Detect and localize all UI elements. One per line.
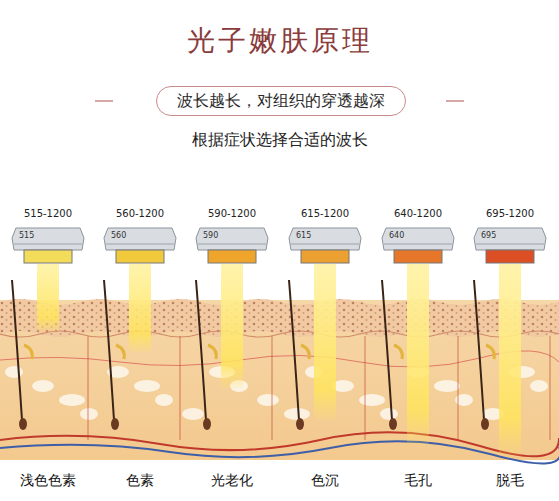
symptom-label: 色素 bbox=[126, 472, 154, 490]
wavelength-range: 515-1200 bbox=[24, 208, 72, 219]
filter bbox=[394, 250, 442, 263]
fat-cell bbox=[155, 394, 173, 406]
hair-bulb bbox=[203, 418, 211, 430]
vessel bbox=[88, 336, 89, 440]
hair bbox=[382, 280, 392, 420]
hair bbox=[289, 280, 299, 420]
wavelength-range: 695-1200 bbox=[486, 208, 534, 219]
filter-head: 695-1200 695 bbox=[472, 206, 548, 266]
fat-cell bbox=[359, 394, 385, 406]
fat-cell bbox=[5, 366, 23, 378]
subtitle: 根据症状选择合适的波长 bbox=[192, 130, 368, 151]
hair-bulb bbox=[111, 418, 119, 430]
vessel bbox=[272, 336, 273, 440]
filter-label: 615 bbox=[296, 231, 311, 240]
filter bbox=[116, 250, 164, 263]
hair bbox=[196, 280, 206, 420]
deco-line bbox=[446, 100, 464, 102]
head-body bbox=[12, 228, 84, 250]
vessel bbox=[550, 336, 551, 440]
wavelength-range: 615-1200 bbox=[301, 208, 349, 219]
light-beam bbox=[314, 264, 336, 420]
filter bbox=[208, 250, 256, 263]
filter-label: 590 bbox=[203, 231, 218, 240]
fat-cell bbox=[182, 408, 204, 420]
filter-head: 590-1200 590 bbox=[194, 206, 270, 266]
hair-bulb bbox=[19, 418, 27, 430]
filter bbox=[301, 250, 349, 263]
head-body bbox=[104, 228, 176, 250]
sebaceous-gland bbox=[394, 345, 402, 359]
callout-pill: 波长越长，对组织的穿透越深 bbox=[156, 86, 406, 116]
fat-cell bbox=[32, 380, 54, 392]
fat-cell bbox=[59, 394, 85, 406]
sebaceous-gland bbox=[486, 345, 494, 359]
filter-head: 640-1200 640 bbox=[380, 206, 456, 266]
symptom-label: 脱毛 bbox=[496, 472, 524, 490]
hair bbox=[474, 280, 484, 420]
filter-head: 615-1200 615 bbox=[287, 206, 363, 266]
filter-head: 560-1200 560 bbox=[102, 206, 178, 266]
wavelength-range: 560-1200 bbox=[116, 208, 164, 219]
symptom-label: 光老化 bbox=[211, 472, 253, 490]
symptom-label: 色沉 bbox=[311, 472, 339, 490]
fat-cell bbox=[257, 394, 279, 406]
deco-line bbox=[95, 100, 113, 102]
light-beam bbox=[129, 264, 151, 352]
sebaceous-gland bbox=[116, 345, 124, 359]
sebaceous-gland bbox=[301, 345, 309, 359]
head-body bbox=[289, 228, 361, 250]
fat-cell bbox=[434, 380, 460, 392]
wavelength-range: 640-1200 bbox=[394, 208, 442, 219]
filter-label: 560 bbox=[111, 231, 126, 240]
fat-cell bbox=[80, 408, 98, 420]
symptom-label: 毛孔 bbox=[404, 472, 432, 490]
title: 光子嫩肤原理 bbox=[187, 22, 373, 60]
hair-bulb bbox=[296, 418, 304, 430]
light-beam bbox=[37, 264, 59, 332]
sebaceous-gland bbox=[208, 345, 216, 359]
vessel bbox=[365, 336, 366, 440]
light-beam bbox=[221, 264, 243, 388]
filter-label: 695 bbox=[481, 231, 496, 240]
symptom-label: 浅色色素 bbox=[20, 472, 76, 490]
filter-label: 515 bbox=[19, 231, 34, 240]
fat-cell bbox=[380, 408, 398, 420]
hair-bulb bbox=[389, 418, 397, 430]
light-beam bbox=[407, 264, 429, 445]
head-body bbox=[474, 228, 546, 250]
filter bbox=[486, 250, 534, 263]
hair bbox=[12, 280, 22, 420]
head-body bbox=[382, 228, 454, 250]
fat-cell bbox=[134, 380, 160, 392]
pill-text: 波长越长，对组织的穿透越深 bbox=[177, 91, 385, 112]
vessel bbox=[180, 336, 181, 440]
wavelength-range: 590-1200 bbox=[208, 208, 256, 219]
filter bbox=[24, 250, 72, 263]
vessel bbox=[458, 336, 459, 440]
hair bbox=[104, 280, 114, 420]
fat-cell bbox=[530, 380, 548, 392]
filter-label: 640 bbox=[389, 231, 404, 240]
hair-bulb bbox=[481, 418, 489, 430]
fat-cell bbox=[284, 408, 310, 420]
head-body bbox=[196, 228, 268, 250]
sebaceous-gland bbox=[24, 345, 32, 359]
light-beam bbox=[499, 264, 521, 456]
filter-head: 515-1200 515 bbox=[10, 206, 86, 266]
